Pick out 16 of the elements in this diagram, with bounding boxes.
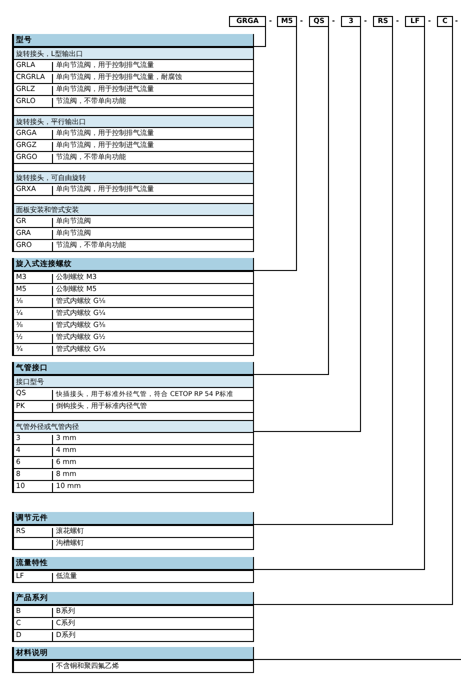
connector-line	[254, 26, 329, 375]
connector-line	[254, 26, 453, 605]
section-table	[12, 647, 254, 673]
connector-line	[254, 659, 461, 660]
connector-line	[254, 26, 297, 271]
connector-line	[252, 26, 361, 432]
section-table	[12, 34, 254, 252]
connector-line	[254, 26, 425, 570]
section-table	[12, 258, 254, 356]
section-table	[12, 512, 254, 550]
section-table	[12, 592, 254, 642]
connector-line	[254, 26, 393, 525]
section-table	[12, 557, 254, 583]
section-table	[14, 421, 253, 493]
connector-line	[254, 26, 266, 47]
section-table	[12, 362, 254, 493]
